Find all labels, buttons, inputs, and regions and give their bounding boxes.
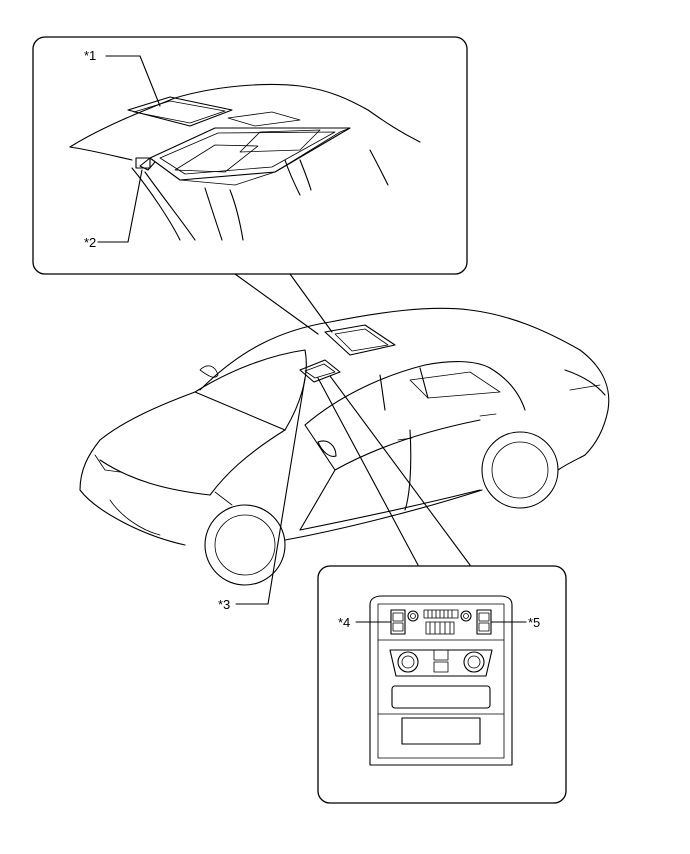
vehicle-body [79, 307, 610, 586]
sunroof-motor [135, 157, 151, 169]
sunroof-detail-view: *1 *2 [32, 36, 468, 275]
callout-2: *2 [84, 235, 96, 250]
callout-5: *5 [528, 615, 540, 630]
sunroof-glass [127, 96, 233, 127]
callout-3: *3 [218, 597, 230, 612]
overhead-console-location [299, 359, 341, 383]
callout-1: *1 [84, 48, 96, 63]
callout-4: *4 [338, 615, 350, 630]
rear-wheel [481, 431, 559, 509]
sunroof-frame [149, 127, 351, 181]
front-wheel [204, 504, 286, 586]
detail-frame-bottom [317, 565, 567, 804]
overhead-console-detail-view: *4 *5 [317, 565, 567, 804]
detail-frame-top [32, 36, 468, 275]
